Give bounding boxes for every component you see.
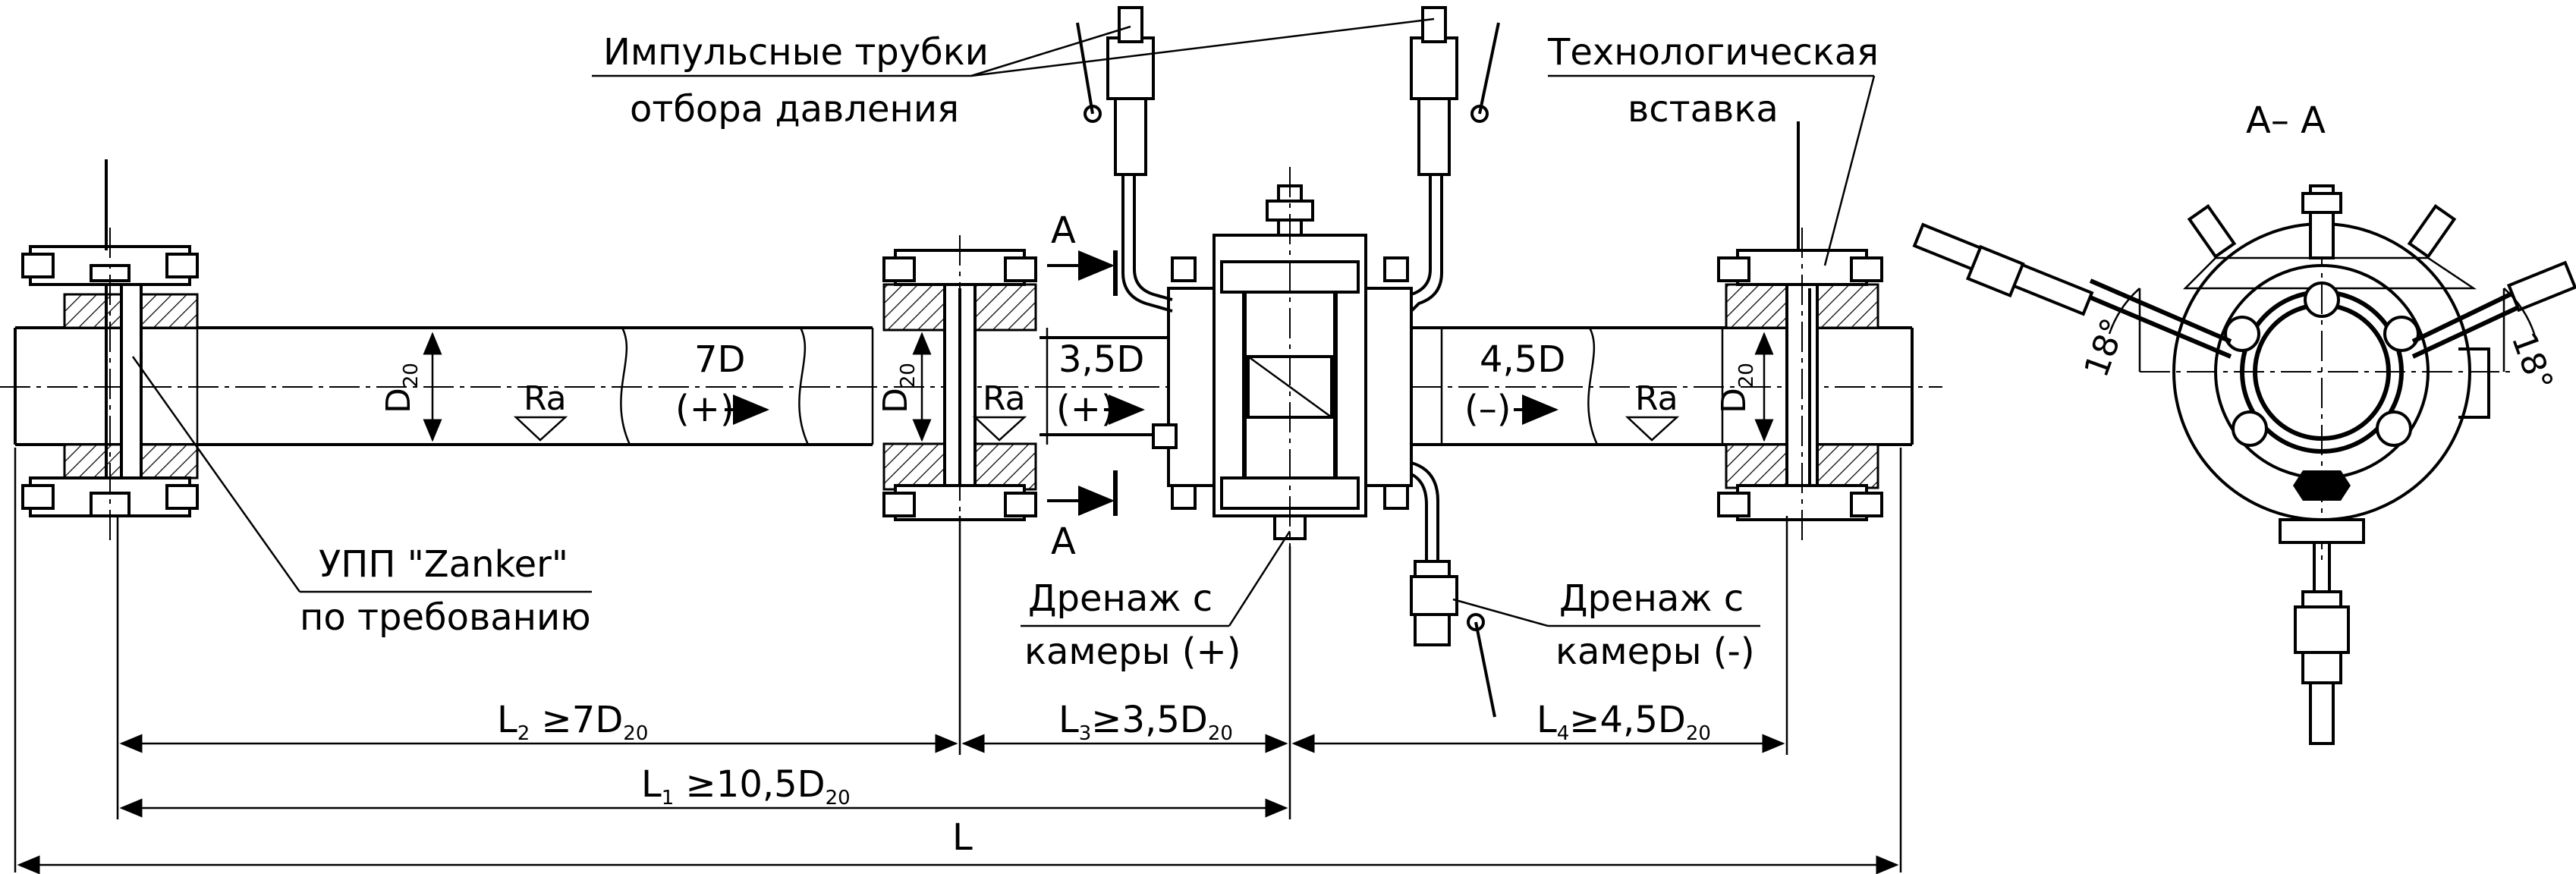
svg-text:Технологическая: Технологическая xyxy=(1547,31,1879,74)
svg-text:Импульсные трубки: Импульсные трубки xyxy=(603,31,989,74)
svg-text:УПП "Zanker": УПП "Zanker" xyxy=(319,543,568,586)
dim-l2: L2 ≥7D20 xyxy=(497,699,648,745)
section-a-a-view: А– А 18° 18° xyxy=(1912,99,2576,745)
segment-45d: 4,5D xyxy=(1480,338,1565,381)
dim-l4: L4≥4,5D20 xyxy=(1536,699,1711,745)
callout-impulse-tubes: Импульсные трубки отбора давления xyxy=(592,17,1435,130)
section-mark-top: А xyxy=(1051,209,1076,252)
svg-text:по требованию: по требованию xyxy=(300,596,591,639)
callout-drain-plus: Дренаж с камеры (+) xyxy=(1021,530,1291,673)
pipe-annotations: D20 D20 D20 Ra Ra Ra 7D (+) 3,5D (+) 4,5… xyxy=(379,332,1774,442)
impulse-tube-left xyxy=(1076,6,1173,313)
d20-main-label: D20 xyxy=(379,363,423,413)
section-mark-bottom: А xyxy=(1051,520,1076,563)
sign-plus-1: (+) xyxy=(675,388,734,430)
svg-text:камеры (-): камеры (-) xyxy=(1555,630,1755,673)
svg-text:Дренаж с: Дренаж с xyxy=(1559,577,1744,620)
ra-label-1: Ra xyxy=(524,379,567,418)
svg-text:вставка: вставка xyxy=(1628,88,1779,130)
angle-left: 18° xyxy=(2077,313,2134,382)
angle-right: 18° xyxy=(2504,327,2561,396)
callout-upp-zanker: УПП "Zanker" по требованию xyxy=(131,356,592,639)
section-cut-marks: А А xyxy=(1047,209,1118,563)
svg-text:камеры (+): камеры (+) xyxy=(1024,630,1241,673)
dimension-lines: L2 ≥7D20 L3≥3,5D20 L4≥4,5D20 L1 ≥10,5D20… xyxy=(14,448,1902,874)
dim-l1: L1 ≥10,5D20 xyxy=(641,763,851,810)
segment-7d: 7D xyxy=(694,338,746,381)
svg-text:Дренаж с: Дренаж с xyxy=(1028,577,1213,620)
ra-label-2: Ra xyxy=(983,379,1026,418)
flange-left xyxy=(21,159,199,546)
d20-right-label: D20 xyxy=(1715,363,1758,413)
flange-right xyxy=(1717,121,1883,546)
drain-tube xyxy=(1410,461,1496,718)
flange-mid xyxy=(871,235,1049,546)
impulse-tube-right xyxy=(1410,6,1500,313)
dim-l3: L3≥3,5D20 xyxy=(1058,699,1233,745)
sign-minus: (–) xyxy=(1464,388,1511,430)
dim-l-total: L xyxy=(952,816,973,859)
orifice-chamber xyxy=(1152,167,1413,554)
callout-drain-minus: Дренаж с камеры (-) xyxy=(1452,577,1760,673)
svg-text:отбора давления: отбора давления xyxy=(630,88,959,130)
ra-label-3: Ra xyxy=(1635,379,1678,418)
d20-mid-label: D20 xyxy=(876,363,920,413)
section-title: А– А xyxy=(2246,99,2326,142)
callout-tech-insert: Технологическая вставка xyxy=(1547,31,1879,266)
segment-35d: 3,5D xyxy=(1058,338,1144,381)
